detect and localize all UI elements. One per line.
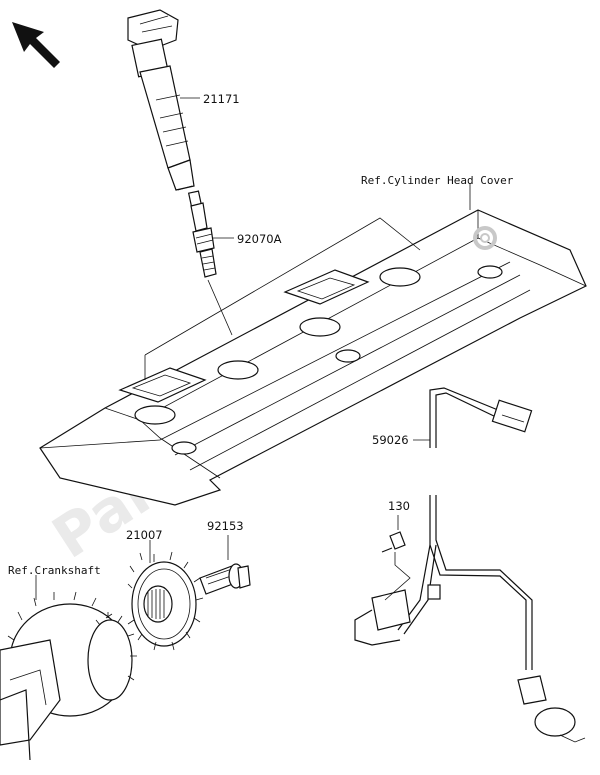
wire-harness[interactable] — [354, 387, 586, 743]
label-wire-harness: 59026 — [372, 433, 409, 447]
label-flange-bolt: 92153 — [207, 519, 244, 533]
label-spark-plug: 92070A — [237, 232, 282, 246]
gear-icon — [473, 226, 497, 250]
arrow-up-left-icon — [12, 22, 60, 68]
label-small-bolt: 130 — [388, 499, 410, 513]
ignition-coil[interactable] — [127, 9, 195, 191]
crankshaft — [0, 591, 137, 761]
label-ignition-coil: 21171 — [203, 92, 240, 106]
cylinder-head-cover — [39, 209, 587, 506]
label-head-cover-ref: Ref.Cylinder Head Cover — [361, 174, 514, 187]
timing-rotor[interactable] — [127, 551, 204, 651]
small-bolt[interactable] — [381, 531, 406, 553]
label-crankshaft-ref: Ref.Crankshaft — [8, 564, 101, 577]
spark-plug[interactable] — [187, 190, 217, 278]
label-timing-rotor: 21007 — [126, 528, 163, 542]
flange-bolt[interactable] — [199, 563, 251, 595]
